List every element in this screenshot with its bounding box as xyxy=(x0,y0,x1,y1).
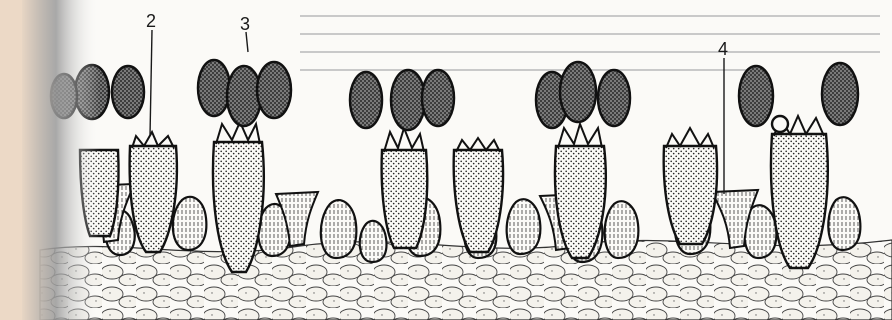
callout-2: 2 xyxy=(146,11,156,31)
callout-3: 3 xyxy=(240,14,250,34)
scan-edge-shadow xyxy=(20,0,100,320)
small-spore xyxy=(772,116,788,132)
callout-4: 4 xyxy=(718,39,728,59)
page-margin xyxy=(0,0,22,320)
